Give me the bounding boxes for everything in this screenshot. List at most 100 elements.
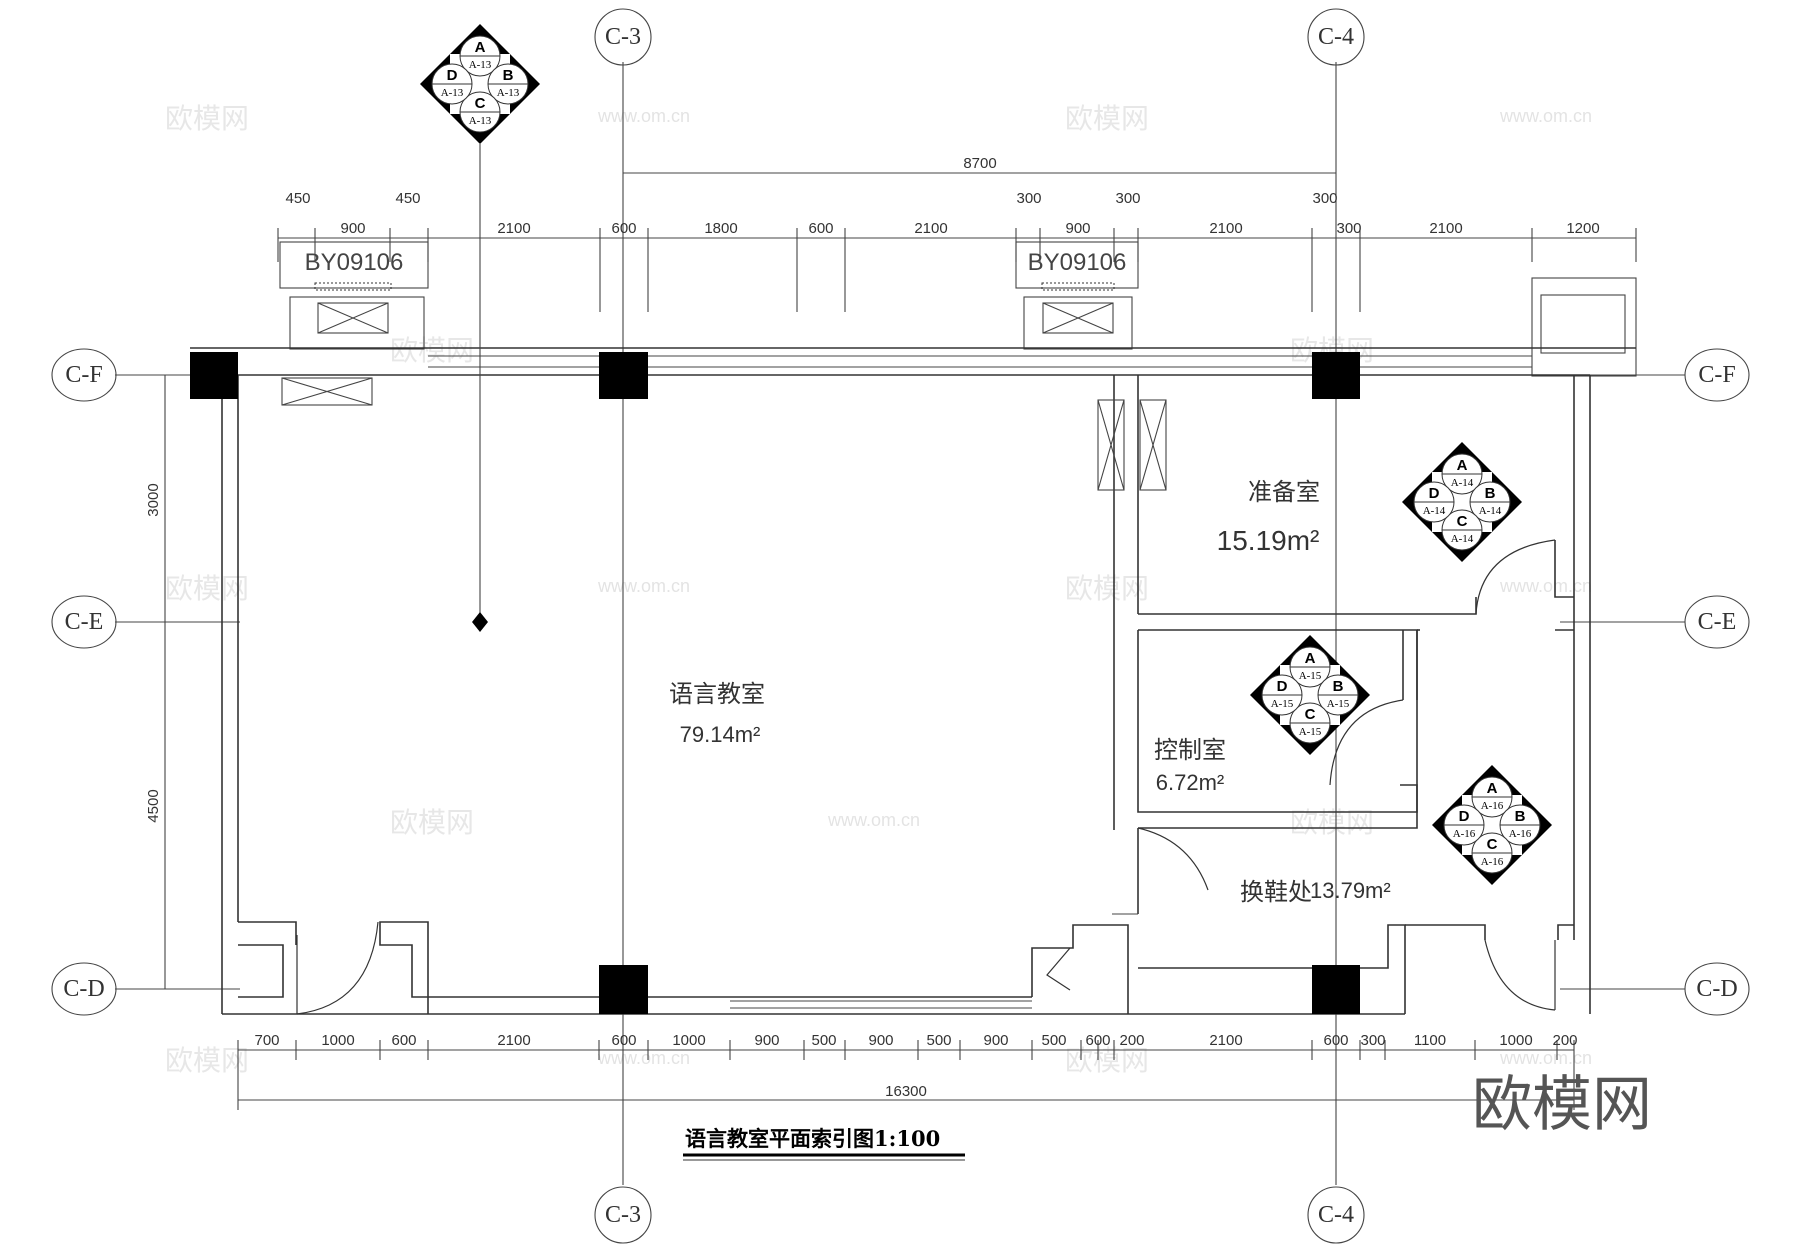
svg-text:2100: 2100 (1209, 220, 1242, 237)
svg-text:www.om.cn: www.om.cn (1499, 1048, 1592, 1068)
svg-text:900: 900 (868, 1032, 893, 1049)
svg-text:2100: 2100 (497, 220, 530, 237)
svg-text:A-14: A-14 (1451, 477, 1474, 489)
svg-text:15.19m²: 15.19m² (1217, 525, 1320, 556)
svg-text:1100: 1100 (1414, 1032, 1446, 1049)
svg-text:900: 900 (983, 1032, 1008, 1049)
svg-text:A-14: A-14 (1479, 505, 1502, 517)
svg-text:500: 500 (811, 1032, 836, 1049)
svg-text:BY09106: BY09106 (305, 249, 404, 276)
svg-text:B: B (1485, 485, 1496, 502)
svg-text:900: 900 (340, 220, 365, 237)
svg-text:1200: 1200 (1566, 220, 1599, 237)
svg-text:换鞋处: 换鞋处 (1240, 878, 1312, 906)
svg-text:B: B (1515, 808, 1526, 825)
svg-text:C: C (1305, 706, 1316, 723)
svg-text:C: C (475, 95, 486, 112)
svg-text:900: 900 (754, 1032, 779, 1049)
svg-text:6.72m²: 6.72m² (1156, 770, 1224, 795)
svg-text:www.om.cn: www.om.cn (597, 576, 690, 596)
index-pointer-a13 (472, 144, 488, 632)
svg-text:C-4: C-4 (1318, 1202, 1354, 1228)
svg-text:A: A (1457, 457, 1468, 474)
axis-bubble-right-cf: C-F (1684, 348, 1750, 402)
axis-bubble-top-c3: C-3 (594, 8, 652, 66)
svg-text:A-13: A-13 (469, 115, 492, 127)
svg-text:C-F: C-F (1698, 362, 1735, 388)
axis-bubble-left-cf: C-F (51, 348, 117, 402)
index-symbol-a14: A A-14 B A-14 C A-14 D A-14 (1402, 442, 1522, 562)
axis-bubble-left-ce: C-E (51, 595, 117, 649)
svg-text:A-15: A-15 (1271, 698, 1294, 710)
svg-text:欧模网: 欧模网 (165, 102, 249, 135)
dimension-bottom-row: 700 1000 600 2100 600 1000 900 500 900 5… (237, 1032, 1578, 1110)
svg-text:1800: 1800 (704, 220, 737, 237)
svg-text:16300: 16300 (885, 1083, 927, 1100)
brand-watermark: 欧模网 (1472, 1070, 1652, 1140)
svg-text:www.om.cn: www.om.cn (1499, 106, 1592, 126)
svg-text:C: C (1457, 513, 1468, 530)
svg-text:600: 600 (611, 1032, 636, 1049)
svg-text:C-F: C-F (65, 362, 102, 388)
svg-text:500: 500 (1041, 1032, 1066, 1049)
svg-text:4500: 4500 (145, 789, 162, 822)
room-control: 控制室 6.72m² (1154, 736, 1226, 795)
svg-text:300: 300 (1016, 190, 1041, 207)
svg-text:2100: 2100 (1429, 220, 1462, 237)
svg-text:500: 500 (926, 1032, 951, 1049)
svg-text:D: D (1429, 485, 1440, 502)
room-prep: 准备室 15.19m² (1217, 478, 1320, 556)
svg-text:700: 700 (254, 1032, 279, 1049)
svg-text:1000: 1000 (321, 1032, 354, 1049)
svg-text:200: 200 (1552, 1032, 1577, 1049)
svg-text:300: 300 (1336, 220, 1361, 237)
svg-text:C-3: C-3 (605, 1202, 641, 1228)
svg-text:2100: 2100 (914, 220, 947, 237)
svg-text:语言教室平面索引图1:100: 语言教室平面索引图1:100 (685, 1126, 940, 1151)
room-language-classroom: 语言教室 79.14m² (669, 680, 765, 747)
equipment-tag-right: BY09106 (1015, 241, 1139, 350)
drawing-title: 语言教室平面索引图1:100 (683, 1126, 965, 1161)
svg-text:600: 600 (808, 220, 833, 237)
svg-text:79.14m²: 79.14m² (680, 722, 761, 747)
svg-text:C-D: C-D (63, 976, 104, 1002)
svg-text:3000: 3000 (145, 483, 162, 516)
svg-text:A-13: A-13 (441, 87, 464, 99)
index-symbol-a15: A A-15 B A-15 C A-15 D A-15 (1250, 635, 1370, 755)
svg-text:600: 600 (1323, 1032, 1348, 1049)
svg-text:A-16: A-16 (1481, 800, 1504, 812)
svg-text:A-16: A-16 (1453, 828, 1476, 840)
svg-text:450: 450 (285, 190, 310, 207)
dimension-top-row: 900 2100 600 1800 600 2100 900 2100 300 … (277, 220, 1637, 312)
svg-text:A-15: A-15 (1299, 726, 1322, 738)
svg-text:欧模网: 欧模网 (1065, 102, 1149, 135)
svg-text:语言教室: 语言教室 (669, 680, 765, 708)
svg-text:A-15: A-15 (1327, 698, 1350, 710)
svg-text:控制室: 控制室 (1154, 736, 1226, 764)
index-symbol-a13: A A-13 B A-13 C A-13 D A-13 (420, 24, 540, 144)
svg-text:600: 600 (1085, 1032, 1110, 1049)
dimension-top-upper: 450 450 300 300 300 (285, 190, 1337, 207)
svg-text:200: 200 (1119, 1032, 1144, 1049)
svg-text:300: 300 (1360, 1032, 1385, 1049)
svg-text:欧模网: 欧模网 (1065, 572, 1149, 605)
svg-text:D: D (447, 67, 458, 84)
svg-text:A-14: A-14 (1423, 505, 1446, 517)
equipment-tag-left: BY09106 (279, 241, 429, 350)
axis-bubble-bottom-c3: C-3 (594, 1186, 652, 1244)
svg-text:D: D (1459, 808, 1470, 825)
room-shoe-change: 换鞋处 13.79m² (1240, 878, 1391, 906)
svg-text:www.om.cn: www.om.cn (597, 106, 690, 126)
svg-text:1000: 1000 (672, 1032, 705, 1049)
svg-text:2100: 2100 (1209, 1032, 1242, 1049)
svg-text:300: 300 (1312, 190, 1337, 207)
svg-text:A: A (475, 39, 486, 56)
equipment-box-right-end (1531, 277, 1637, 377)
axis-bubble-right-cd: C-D (1684, 962, 1750, 1016)
svg-text:B: B (503, 67, 514, 84)
svg-text:www.om.cn: www.om.cn (1499, 576, 1592, 596)
svg-text:欧模网: 欧模网 (165, 572, 249, 605)
svg-text:450: 450 (395, 190, 420, 207)
axis-bubble-top-c4: C-4 (1307, 8, 1365, 66)
